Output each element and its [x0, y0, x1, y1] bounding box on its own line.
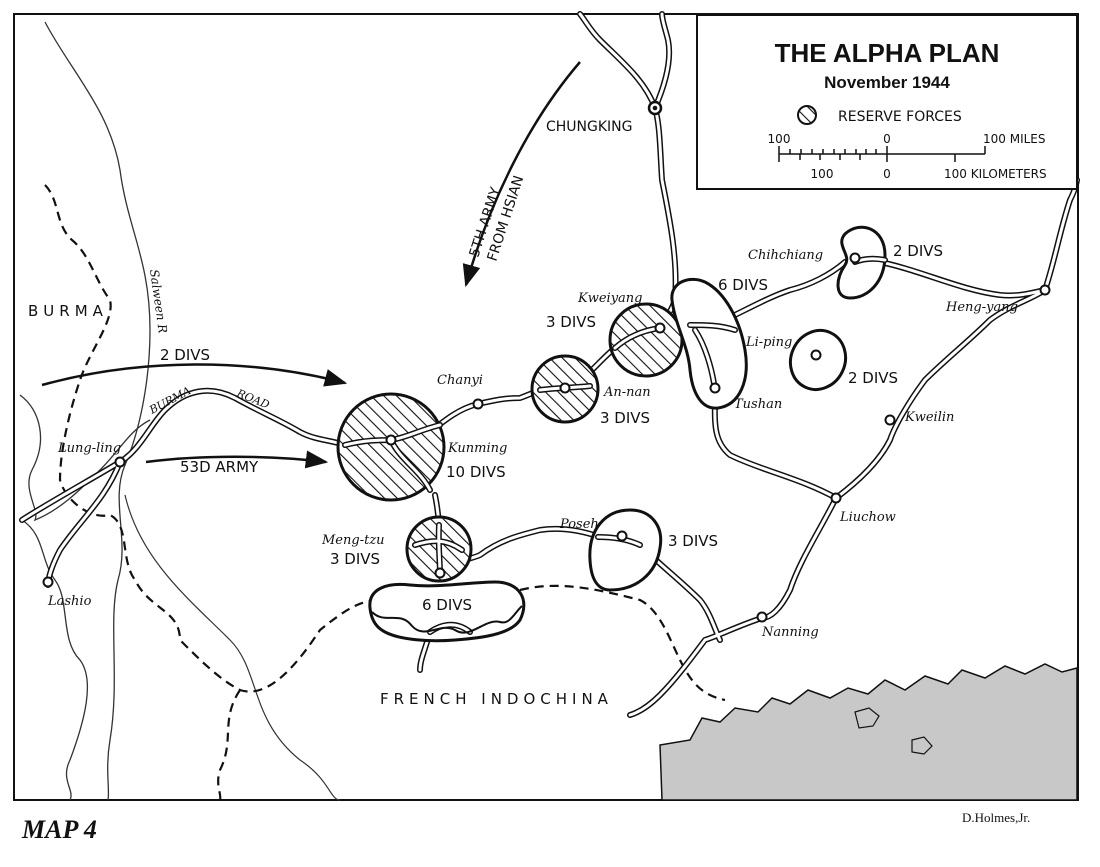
arrow-label-two-divs: 2 DIVS: [160, 346, 210, 364]
arrow-fifth-army: [462, 61, 581, 288]
chungking-capital-dot: [652, 105, 658, 111]
force-label-li-ping: 2 DIVS: [848, 369, 898, 387]
scale-miles-left: 100: [768, 132, 791, 146]
salween-river: [44, 21, 151, 801]
label-nanning: Nanning: [761, 625, 819, 640]
sea-area: [659, 663, 1078, 801]
force-poseh: [588, 508, 663, 592]
label-liuchow: Liuchow: [839, 510, 896, 525]
river: [124, 494, 341, 801]
force-label-kweiyang: 3 DIVS: [546, 313, 596, 331]
reserve-forces-legend-swatch: [797, 105, 817, 125]
map-number: MAP 4: [21, 815, 97, 844]
scale-bar: [778, 146, 986, 162]
label-burma-road-1: BURMA: [146, 384, 193, 417]
scale-km-right: 100 KILOMETERS: [944, 167, 1047, 181]
force-tushan: [670, 277, 748, 410]
label-li-ping: Li-ping: [745, 335, 792, 350]
border-river-in-force: [371, 605, 523, 634]
force-border: [368, 580, 526, 643]
map-frame: [13, 13, 1079, 801]
label-meng-tzu: Meng-tzu: [321, 533, 385, 548]
label-heng-yang: Heng-yang: [945, 300, 1018, 315]
border-south: [217, 689, 241, 801]
reserve-forces-legend-label: RESERVE FORCES: [838, 109, 962, 125]
label-burma: BURMA: [28, 302, 108, 320]
map-subtitle: November 1944: [824, 73, 950, 92]
force-label-tushan: 6 DIVS: [718, 276, 768, 294]
label-chanyi: Chanyi: [437, 373, 483, 388]
island: [854, 707, 880, 729]
label-lashio: Lashio: [47, 594, 92, 609]
label-kweilin: Kweilin: [904, 410, 954, 425]
label-tushan: Tushan: [734, 397, 782, 412]
map-title: THE ALPHA PLAN: [775, 38, 1000, 68]
label-kweiyang: Kweiyang: [577, 291, 642, 306]
burma-border: [44, 184, 381, 693]
indochina-border: [519, 584, 726, 702]
arrow-label-fifty-third-army: 53D ARMY: [180, 458, 259, 476]
label-kunming: Kunming: [447, 441, 507, 456]
label-poseh: Poseh: [559, 517, 599, 532]
scale-miles-right: 100 MILES: [983, 132, 1046, 146]
scale-km-zero: 0: [883, 167, 891, 181]
label-chihchiang: Chihchiang: [748, 248, 823, 263]
force-label-chihchiang: 2 DIVS: [893, 242, 943, 260]
cartographer-credit: D.Holmes,Jr.: [962, 810, 1030, 825]
label-chungking: CHUNGKING: [546, 119, 633, 135]
river: [19, 394, 151, 522]
label-lung-ling: Lung-ling: [57, 441, 121, 456]
force-label-poseh: 3 DIVS: [668, 532, 718, 550]
force-label-meng-tzu: 3 DIVS: [330, 550, 380, 568]
label-an-nan: An-nan: [603, 385, 651, 400]
arrow-fifty-third-army: [145, 450, 329, 469]
force-label-border: 6 DIVS: [422, 596, 472, 614]
label-french-indochina: FRENCH INDOCHINA: [380, 690, 613, 708]
city-markers: [42, 252, 1051, 623]
scale-km-left: 100: [811, 167, 834, 181]
scale-miles-zero: 0: [883, 132, 891, 146]
force-label-kunming: 10 DIVS: [446, 463, 506, 481]
force-label-an-nan: 3 DIVS: [600, 409, 650, 427]
river: [21, 519, 89, 801]
arrow-two-divs: [41, 363, 348, 387]
island: [911, 736, 933, 755]
